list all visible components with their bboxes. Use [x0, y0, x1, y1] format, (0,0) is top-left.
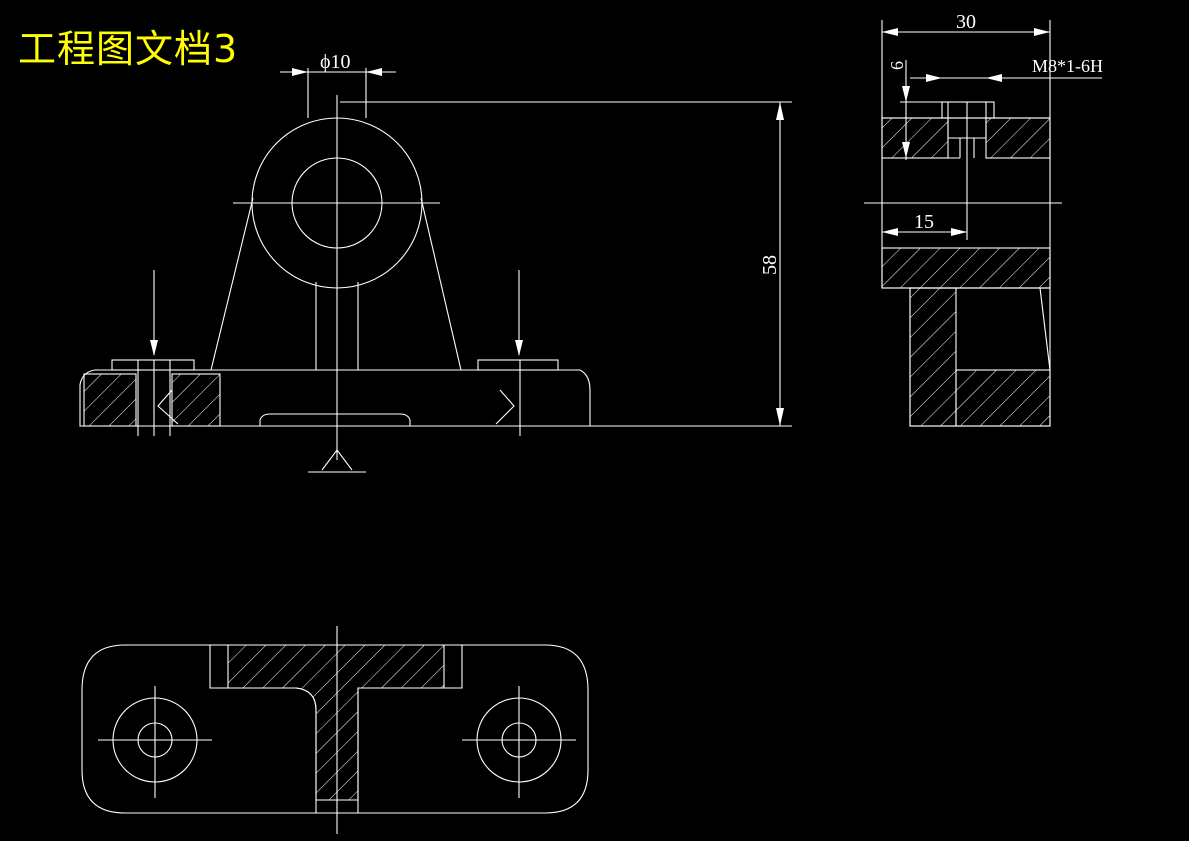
top-view — [81, 626, 589, 834]
right-boss — [477, 359, 559, 371]
left-hatch-section-2 — [171, 373, 221, 427]
dim-hole-diameter: ϕ10 — [320, 51, 351, 73]
drawing-title: 工程图文档3 — [18, 27, 239, 71]
front-base-recess — [220, 413, 411, 427]
dim-thread-spec: M8*1-6H — [1032, 56, 1103, 76]
side-view: 30 M8*1-6H 6 15 — [864, 11, 1103, 427]
dim-depth-width: 30 — [956, 11, 976, 33]
dim-overall-height: 58 — [759, 255, 781, 275]
left-boss — [111, 359, 195, 371]
dim-thread-depth: 6 — [887, 61, 907, 70]
left-hatch-section — [83, 373, 137, 427]
dim-center-offset: 15 — [914, 211, 934, 233]
front-base-outline — [79, 369, 591, 427]
front-view: ϕ10 58 — [79, 51, 792, 473]
